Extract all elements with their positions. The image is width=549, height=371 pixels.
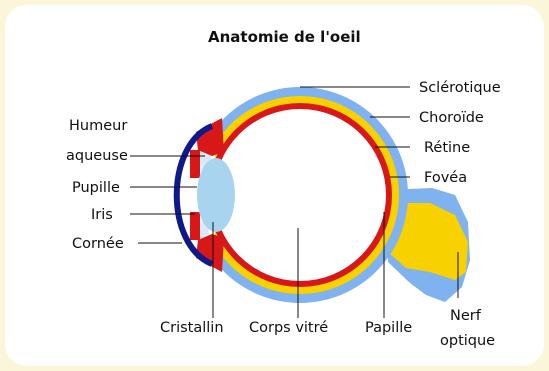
iris-lower [190,212,200,240]
label-papille: Papille [365,320,412,336]
label-iris: Iris [91,207,113,223]
vitreous-body [214,109,386,281]
label-corps-vitre: Corps vitré [249,320,328,336]
label-retine: Rétine [424,140,470,156]
label-humeur-line2: aqueuse [66,148,128,164]
label-cristallin: Cristallin [160,320,224,336]
lens-cristallin [197,158,235,232]
label-pupille: Pupille [72,180,120,196]
label-humeur-line1: Humeur [69,118,127,134]
label-choroide: Choroïde [419,110,484,126]
label-nerf-line2: optique [440,333,495,349]
label-fovea: Fovéa [424,170,467,186]
diagram-title: Anatomie de l'oeil [208,28,361,46]
label-sclerotique: Sclérotique [419,80,501,96]
iris-upper [190,150,200,178]
label-cornee: Cornée [72,236,124,252]
label-nerf-line1: Nerf [450,308,482,324]
